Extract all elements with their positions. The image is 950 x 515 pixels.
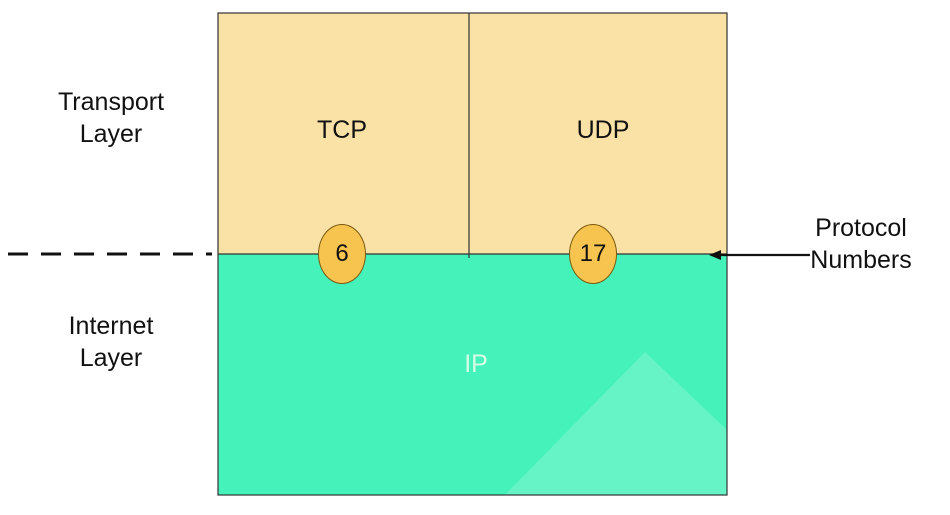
decorative-triangle bbox=[505, 352, 727, 495]
ip-label: IP bbox=[464, 350, 488, 378]
tcp-protocol-number-badge: 6 bbox=[318, 224, 366, 284]
udp-label: UDP bbox=[576, 116, 630, 144]
udp-protocol-number-badge: 17 bbox=[569, 224, 617, 284]
arrowhead-icon bbox=[709, 250, 721, 260]
transport-layer-label: Transport Layer bbox=[57, 88, 165, 148]
internet-layer-label: Internet Layer bbox=[68, 312, 154, 372]
tcp-label: TCP bbox=[317, 116, 367, 144]
protocol-numbers-label: Protocol Numbers bbox=[810, 214, 912, 274]
transport-layer-box bbox=[218, 13, 727, 254]
